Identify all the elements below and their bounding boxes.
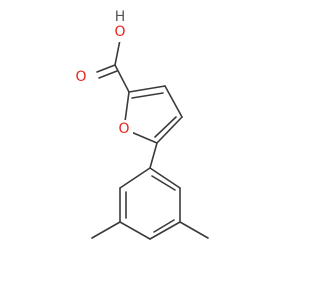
carbonyl-o-label: O bbox=[72, 68, 90, 86]
acid-oh-label-bg bbox=[111, 24, 133, 42]
bonds bbox=[91, 39, 209, 240]
molecule-diagram: O H O O bbox=[72, 9, 209, 240]
bond-benzene-inner-c bbox=[151, 175, 176, 191]
bond-benzene-6-1 bbox=[149, 167, 181, 189]
carbonyl-oxygen: O bbox=[75, 69, 86, 85]
bond-methyl-left bbox=[91, 221, 121, 239]
bond-benzene-inner-b bbox=[153, 219, 175, 233]
carbonyl-o-label-bg bbox=[72, 68, 90, 86]
bond-benzene-4-5 bbox=[149, 221, 181, 240]
acid-oh-hydrogen: H bbox=[115, 9, 126, 25]
bond-cooh-c-oh bbox=[114, 39, 121, 66]
structure-canvas: O H O O bbox=[72, 9, 209, 240]
ring-o-label: O bbox=[115, 120, 133, 138]
bond-furan-c4-c5 bbox=[156, 116, 183, 144]
ring-oxygen: O bbox=[118, 121, 129, 137]
bond-cooh-c-o-double-a bbox=[96, 64, 116, 73]
bond-furan-c5-benzene bbox=[149, 142, 158, 169]
bond-furan-c2-c3 bbox=[128, 85, 166, 93]
atom-labels: O H O O bbox=[72, 9, 133, 138]
bond-benzene-3-4 bbox=[119, 221, 151, 240]
bond-cooh-c-o-double-b bbox=[98, 70, 118, 79]
acid-oh-label: O H bbox=[111, 9, 133, 42]
bond-cooh-c-furan-c2 bbox=[114, 64, 130, 93]
ring-o-label-bg bbox=[115, 120, 133, 138]
bond-methyl-right bbox=[179, 221, 209, 239]
acid-oh-oxygen: O bbox=[114, 24, 125, 40]
bond-furan-c2-c3-inner bbox=[131, 92, 164, 99]
bond-benzene-1-2 bbox=[119, 167, 151, 189]
bond-furan-c4-c5-inner bbox=[154, 116, 177, 138]
bond-furan-c3-c4 bbox=[164, 85, 183, 118]
